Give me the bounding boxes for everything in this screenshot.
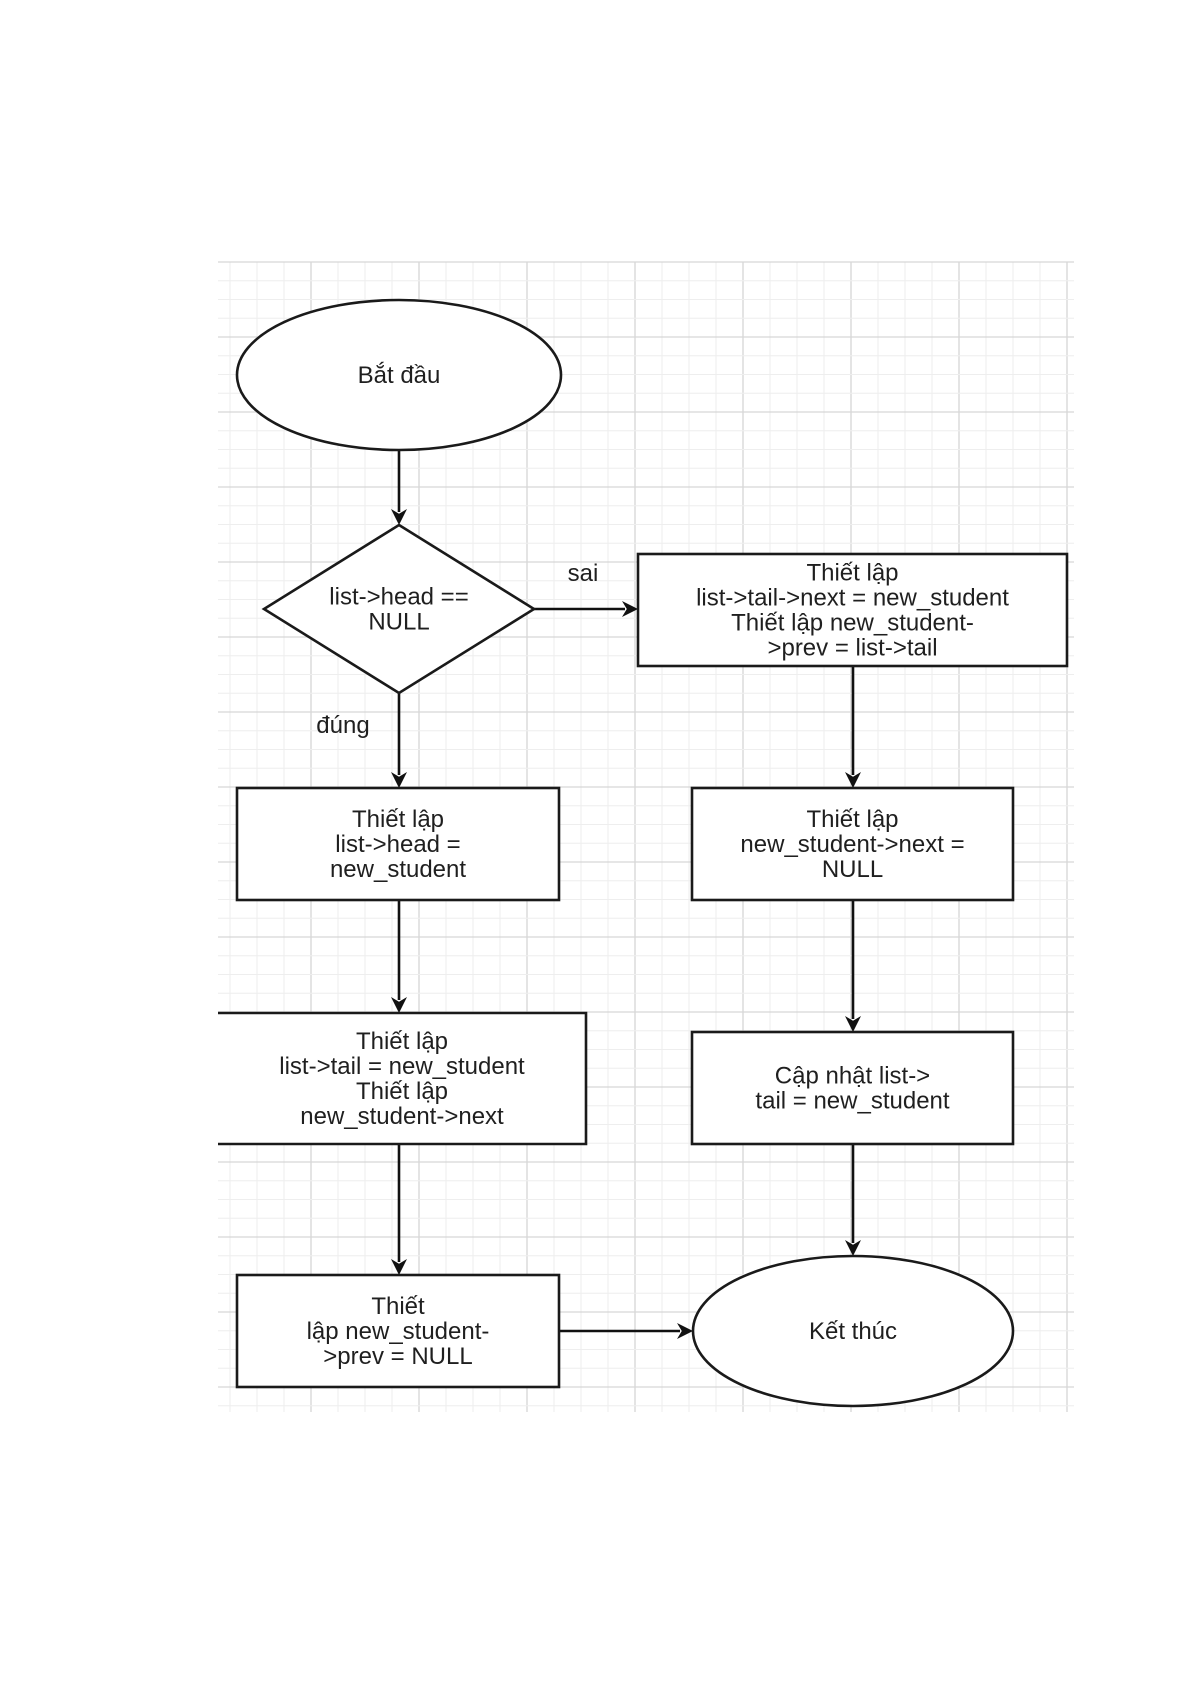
node-text-line: Thiết lập: [806, 806, 898, 833]
arrowhead-icon: [677, 1323, 693, 1339]
edge-false_update_tail-to-end: [845, 1144, 861, 1256]
process-shape: [636, 552, 1069, 668]
node-start: Bắt đầu: [235, 298, 563, 452]
edge-label-true: đúng: [316, 712, 369, 739]
arrowhead-icon: [391, 772, 407, 788]
node-text-line: Thiết lập: [352, 806, 444, 833]
edge-decision-to-true_set_head: [391, 693, 407, 788]
decision-shape: [261, 523, 537, 695]
node-text-line: tail = new_student: [755, 1088, 949, 1115]
arrowhead-icon: [391, 1259, 407, 1275]
node-text-line: Thiết lập: [806, 560, 898, 587]
node-text-line: Thiết lập: [356, 1028, 448, 1055]
node-text-line: Cập nhật list->: [775, 1063, 930, 1090]
arrowhead-icon: [845, 772, 861, 788]
node-text-line: Thiết: [371, 1293, 425, 1320]
process-shape: [235, 1273, 561, 1389]
node-decision: list->head ==NULL: [261, 523, 537, 695]
node-text-line: Kết thúc: [809, 1318, 897, 1345]
node-end: Kết thúc: [691, 1254, 1015, 1408]
edge-false_set_links-to-false_set_next_null: [845, 666, 861, 788]
process-shape: [218, 1011, 588, 1146]
node-text-line: Thiết lập new_student-: [731, 610, 974, 637]
process-shape: [235, 786, 561, 902]
edge-true_set_head-to-true_set_tail: [391, 900, 407, 1013]
edge-true_set_tail-to-true_set_prev_null: [391, 1144, 407, 1275]
flow-edges: [391, 450, 861, 1339]
node-text-line: new_student->next: [300, 1103, 504, 1130]
edge-decision-to-false_set_links: [532, 601, 638, 617]
arrowhead-icon: [845, 1240, 861, 1256]
node-text-line: Thiết lập: [356, 1078, 448, 1105]
edge-start-to-decision: [391, 450, 407, 525]
arrowhead-icon: [622, 601, 638, 617]
arrowhead-icon: [391, 509, 407, 525]
node-false-update-tail: Cập nhật list->tail = new_student: [690, 1030, 1015, 1146]
node-text-line: list->head ==: [329, 584, 468, 611]
node-text-line: NULL: [368, 609, 429, 636]
node-text-line: new_student: [330, 856, 466, 883]
node-text-line: Bắt đầu: [358, 362, 441, 389]
process-shape: [690, 786, 1015, 902]
node-text-line: >prev = list->tail: [767, 635, 937, 662]
arrowhead-icon: [391, 997, 407, 1013]
node-text-line: lập new_student-: [307, 1318, 490, 1345]
arrowhead-icon: [845, 1016, 861, 1032]
edge-false_set_next_null-to-false_update_tail: [845, 900, 861, 1032]
edge-label-false: sai: [568, 560, 599, 587]
node-text-line: list->head =: [335, 831, 460, 858]
node-text-line: new_student->next =: [740, 831, 964, 858]
node-text-line: list->tail->next = new_student: [696, 585, 1009, 612]
terminator-shape: [235, 298, 563, 452]
terminator-shape: [691, 1254, 1015, 1408]
process-shape: [690, 1030, 1015, 1146]
node-text-line: list->tail = new_student: [279, 1053, 525, 1080]
edge-true_set_prev_null-to-end: [559, 1323, 693, 1339]
node-text-line: >prev = NULL: [323, 1343, 472, 1370]
node-text-line: NULL: [822, 856, 883, 883]
